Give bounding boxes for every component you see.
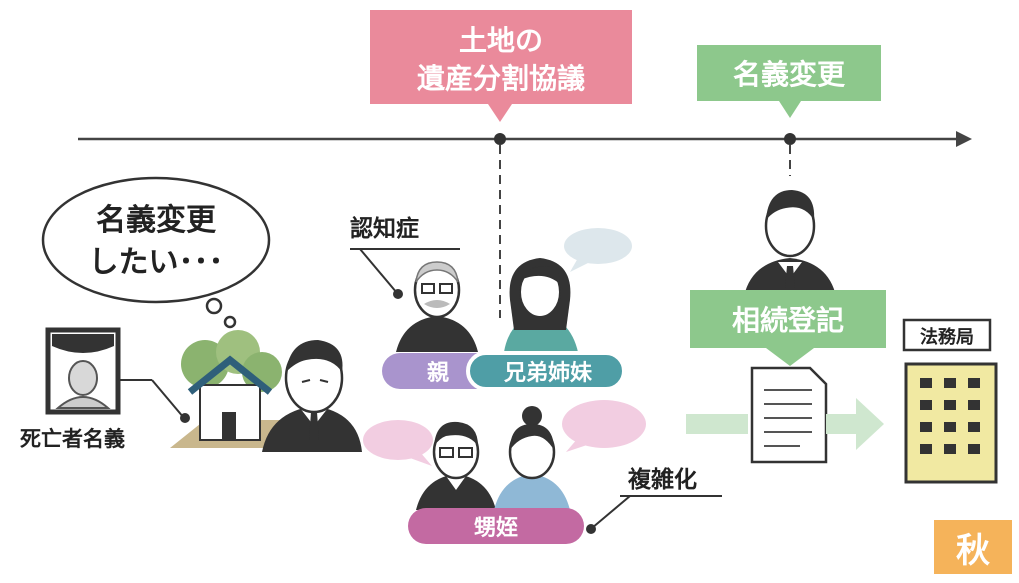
niece-avatar: [494, 406, 570, 510]
niece-speech-tail: [566, 438, 590, 452]
speech-line1: 名義変更: [96, 203, 217, 238]
dementia-pointer: [350, 248, 460, 299]
parent-avatar: [396, 261, 478, 352]
name-change-box: 名義変更: [697, 45, 881, 118]
nephews-pill: 甥姪: [408, 508, 584, 544]
grieving-man-avatar: [262, 340, 362, 452]
sibling-speech-bubble: [564, 228, 632, 264]
speech-line2: したい･･･: [89, 245, 224, 280]
nephew-speech-bubble: [363, 420, 433, 460]
corner-badge: 秋: [934, 520, 1012, 574]
thought-bubble: 名義変更 したい･･･: [41, 176, 271, 329]
name-change-text: 名義変更: [733, 58, 846, 91]
corner-badge-text: 秋: [956, 531, 990, 571]
legal-bureau-label: 法務局: [920, 326, 974, 348]
inheritance-registration-text: 相続登記: [732, 304, 844, 337]
deceased-name-label: 死亡者名義: [20, 427, 125, 451]
parent-pill-label: 親: [427, 361, 449, 386]
timeline: [78, 131, 972, 318]
land-division-line1: 土地の: [459, 24, 543, 57]
siblings-pill: 兄弟姉妹: [466, 351, 626, 391]
nephew-speech-tail: [410, 452, 432, 466]
sibling-speech-tail: [570, 258, 590, 272]
sibling-woman-avatar: [504, 258, 578, 352]
deceased-portrait: [45, 327, 190, 423]
dementia-label: 認知症: [350, 215, 419, 242]
nephew-avatar: [416, 421, 496, 510]
siblings-pill-label: 兄弟姉妹: [503, 360, 593, 386]
land-division-box: 土地の 遺産分割協議: [370, 10, 632, 122]
nephews-pill-label: 甥姪: [474, 515, 518, 541]
complicated-pointer: [586, 495, 722, 534]
land-division-line2: 遺産分割協議: [417, 62, 585, 95]
heir-man-avatar: [744, 190, 836, 296]
house-icon: [170, 330, 285, 448]
inheritance-registration-box: 相続登記: [690, 290, 886, 366]
niece-speech-bubble: [562, 400, 646, 448]
submit-arrow: [686, 398, 884, 450]
legal-bureau-building-icon: 法務局: [902, 318, 998, 484]
complicated-label: 複雑化: [628, 466, 697, 493]
document-icon: [750, 366, 828, 464]
